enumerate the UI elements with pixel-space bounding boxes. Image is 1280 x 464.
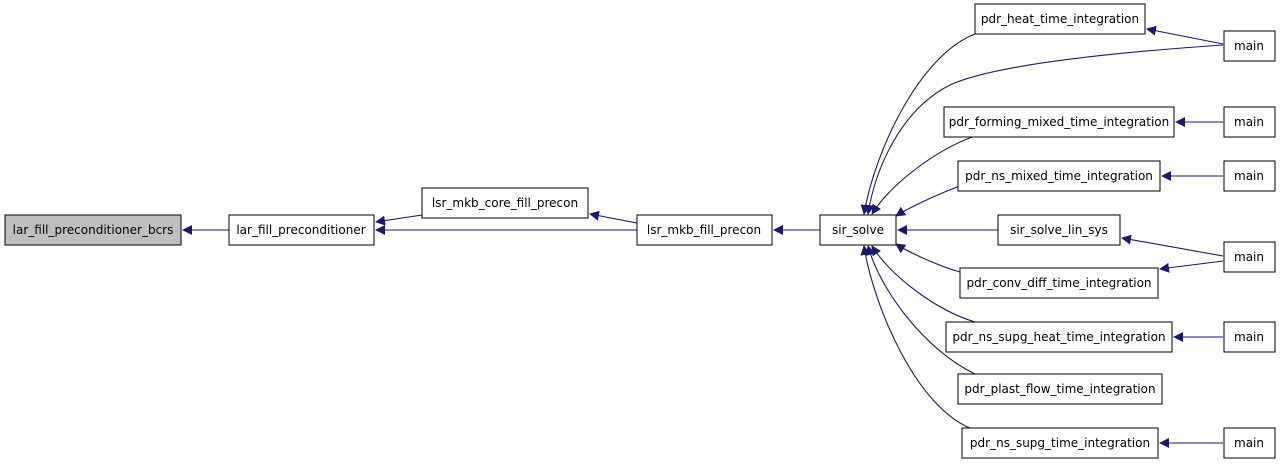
node-lsr-mkb-core-fill-precon[interactable]: lsr_mkb_core_fill_precon <box>421 187 589 219</box>
node-label: sir_solve <box>832 223 884 237</box>
edge-supg-to-sir <box>860 245 976 431</box>
node-label: pdr_ns_supg_heat_time_integration <box>952 330 1165 344</box>
edge-m1-to-sir <box>864 44 1224 215</box>
edge-plast-to-sir <box>865 245 976 375</box>
node-label: lsr_mkb_fill_precon <box>647 223 761 237</box>
node-main-3[interactable]: main <box>1223 160 1276 192</box>
node-pdr-conv-diff-time-integration[interactable]: pdr_conv_diff_time_integration <box>959 267 1159 299</box>
node-lar-fill-preconditioner[interactable]: lar_fill_preconditioner <box>228 214 375 246</box>
node-label: lar_fill_preconditioner <box>236 223 365 237</box>
node-pdr-ns-supg-heat-time-integration[interactable]: pdr_ns_supg_heat_time_integration <box>945 321 1173 353</box>
edge-m4-to-conv <box>1159 260 1224 273</box>
nodes: lar_fill_preconditioner_bcrs lar_fill_pr… <box>4 3 1276 459</box>
node-label: sir_solve_lin_sys <box>1010 223 1108 237</box>
edge-m1-to-heat <box>1146 25 1224 45</box>
node-pdr-ns-mixed-time-integration[interactable]: pdr_ns_mixed_time_integration <box>957 160 1161 192</box>
node-label: main <box>1234 115 1264 129</box>
node-label: main <box>1234 330 1264 344</box>
node-label: pdr_plast_flow_time_integration <box>964 382 1155 396</box>
node-lsr-mkb-fill-precon[interactable]: lsr_mkb_fill_precon <box>636 214 773 246</box>
edge-nsm-to-sir <box>895 185 961 217</box>
edge-form-to-sir <box>871 135 976 215</box>
edge-heat-to-sir <box>860 33 976 215</box>
node-main-1[interactable]: main <box>1223 30 1276 62</box>
edges <box>182 25 1224 448</box>
node-pdr-plast-flow-time-integration[interactable]: pdr_plast_flow_time_integration <box>957 373 1163 405</box>
node-label: pdr_heat_time_integration <box>981 12 1139 26</box>
node-sir-solve[interactable]: sir_solve <box>819 214 897 246</box>
node-label: pdr_ns_supg_time_integration <box>970 436 1150 450</box>
node-pdr-heat-time-integration[interactable]: pdr_heat_time_integration <box>974 3 1146 35</box>
node-label: pdr_conv_diff_time_integration <box>966 276 1151 290</box>
node-lar-fill-preconditioner-bcrs[interactable]: lar_fill_preconditioner_bcrs <box>4 214 182 246</box>
edge-supgh-to-sir <box>871 245 976 323</box>
node-main-6[interactable]: main <box>1223 427 1276 459</box>
node-pdr-ns-supg-time-integration[interactable]: pdr_ns_supg_time_integration <box>961 427 1159 459</box>
node-label: lsr_mkb_core_fill_precon <box>432 196 578 210</box>
edge-core-to-lfp <box>375 214 423 226</box>
node-label: main <box>1234 169 1264 183</box>
edge-fill-to-core <box>589 210 638 224</box>
node-label: lar_fill_preconditioner_bcrs <box>13 223 174 237</box>
node-label: main <box>1234 436 1264 450</box>
node-pdr-forming-mixed-time-integration[interactable]: pdr_forming_mixed_time_integration <box>943 106 1175 138</box>
node-label: main <box>1234 39 1264 53</box>
node-main-2[interactable]: main <box>1223 106 1276 138</box>
node-label: pdr_ns_mixed_time_integration <box>965 169 1153 183</box>
edge-m4-to-lin <box>1121 234 1224 257</box>
node-label: pdr_forming_mixed_time_integration <box>949 115 1170 129</box>
node-main-4[interactable]: main <box>1223 241 1276 273</box>
edge-conv-to-sir <box>895 243 961 273</box>
node-main-5[interactable]: main <box>1223 321 1276 353</box>
node-sir-solve-lin-sys[interactable]: sir_solve_lin_sys <box>997 214 1121 246</box>
node-label: main <box>1234 250 1264 264</box>
